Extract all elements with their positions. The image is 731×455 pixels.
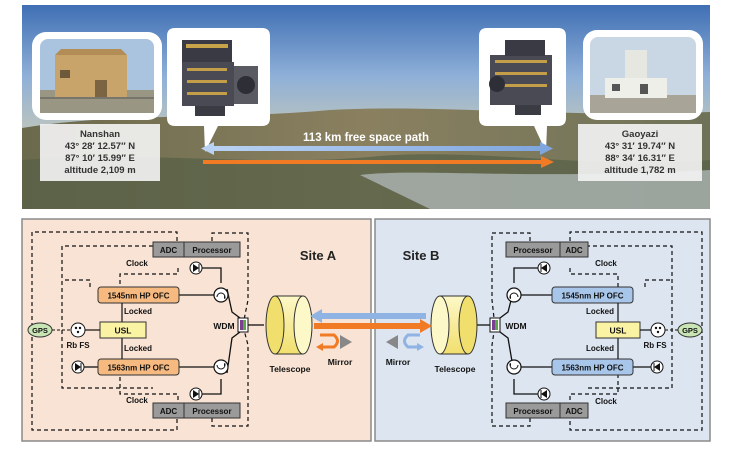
site-a-gps-label: GPS [32,326,48,335]
nanshan-name: Nanshan [80,129,120,140]
gaoyazi-info: Gaoyazi 43° 31′ 19.74″ N 88° 34′ 16.31″ … [578,124,702,181]
site-b-adc-bottom [559,402,589,419]
site-a-clock-bottom: Clock [126,396,148,405]
site-b-photodiode-right-icon [650,360,664,374]
left-terminal-callout [167,28,270,152]
site-b-clock-top: Clock [595,259,617,268]
site-b-ofc-1545-label: 1545nm HP OFC [561,292,623,301]
site-b-circulator-bottom-icon [506,359,522,375]
site-a-dashed-lines [31,231,249,431]
site-b-mirror-label: Mirror [386,357,411,367]
site-b-photodiode-bottom-icon [537,387,551,401]
site-a-photodiode-left-icon [71,360,85,374]
free-space-path: 113 km free space path [201,132,554,168]
site-b-photodiode-top-icon [537,261,551,275]
site-a-title: Site A [300,248,337,263]
site-b-gps-label: GPS [682,326,698,335]
site-a-wdm-label: WDM [213,321,234,331]
site-a-processor-top [183,241,241,258]
site-b-circulator-top-icon [506,287,522,303]
site-b-processor-top-label: Processor [513,246,552,255]
nanshan-lat: 43° 28′ 12.57″ N [65,141,135,152]
site-a-locked-bottom: Locked [124,344,152,353]
left-terminal-icon [182,40,258,116]
site-a-clock-top: Clock [126,259,148,268]
site-b-adc-top-label: ADC [565,246,583,255]
site-a-circulator-bottom-icon [213,359,229,375]
gaoyazi-lat: 43° 31′ 19.74″ N [605,141,675,152]
site-b-rbfs-icon [650,322,666,338]
nanshan-lon: 87° 10′ 15.99″ E [65,153,135,164]
site-b-ofc-1563 [551,358,634,376]
site-a-fiber-lines [84,267,264,395]
right-terminal-icon [489,40,552,115]
site-b-locked-bottom: Locked [586,344,614,353]
site-b-wdm-label: WDM [505,321,526,331]
site-b-wdm-icon [489,317,501,333]
site-b-panel: Site B Processor ADC Clock Processor ADC… [374,218,711,442]
site-a-telescope-icon [265,295,313,355]
site-a-photodiode-top-icon [189,261,203,275]
site-a-rbfs-label: Rb FS [66,341,90,350]
site-a-mirror-label: Mirror [328,357,353,367]
gaoyazi-name: Gaoyazi [622,129,658,140]
nanshan-photo [32,32,162,120]
site-b-telescope-label: Telescope [435,364,476,374]
site-a-wdm-icon [237,317,249,333]
site-a-adc-bottom-label: ADC [160,407,178,416]
site-a-adc-top-label: ADC [160,246,178,255]
site-a-ofc-1563 [97,358,180,376]
nanshan-info: Nanshan 43° 28′ 12.57″ N 87° 10′ 15.99″ … [40,124,160,181]
site-a-processor-bottom-label: Processor [192,407,231,416]
site-a-locked-top: Locked [124,307,152,316]
site-b-title: Site B [403,248,440,263]
link-beams [310,309,432,333]
site-a-processor-top-label: Processor [192,246,231,255]
site-b-fiber-lines [476,267,651,395]
site-a-ofc-1545-label: 1545nm HP OFC [107,292,169,301]
site-b-processor-bottom-label: Processor [513,407,552,416]
nanshan-alt: altitude 2,109 m [64,165,135,176]
site-b-adc-top [559,241,589,258]
site-b-telescope-icon [430,295,478,355]
site-b-adc-bottom-label: ADC [565,407,583,416]
right-terminal-callout [479,28,566,152]
site-a-photodiode-bottom-icon [189,387,203,401]
gaoyazi-photo [583,30,703,120]
gaoyazi-lon: 88° 34′ 16.31″ E [605,153,675,164]
path-label: 113 km free space path [303,132,429,144]
site-a-rbfs-icon [70,322,86,338]
site-b-usl-label: USL [610,326,627,336]
site-a-telescope-label: Telescope [270,364,311,374]
site-a-panel: Site A ADC Processor Clock ADC Processor… [21,218,372,442]
site-b-ofc-1545 [551,286,634,304]
site-a-mirror-icon [340,335,352,349]
gaoyazi-alt: altitude 1,782 m [604,165,675,176]
site-b-rbfs-label: Rb FS [643,341,667,350]
site-a-circulator-top-icon [213,287,229,303]
site-a-ofc-1545 [97,286,180,304]
site-a-processor-bottom [183,402,241,419]
site-b-mirror-icon [386,335,398,349]
site-a-usl-label: USL [115,326,132,336]
site-b-locked-top: Locked [586,307,614,316]
site-a-ofc-1563-label: 1563nm HP OFC [107,364,169,373]
site-b-ofc-1563-label: 1563nm HP OFC [561,364,623,373]
site-b-clock-bottom: Clock [595,397,617,406]
